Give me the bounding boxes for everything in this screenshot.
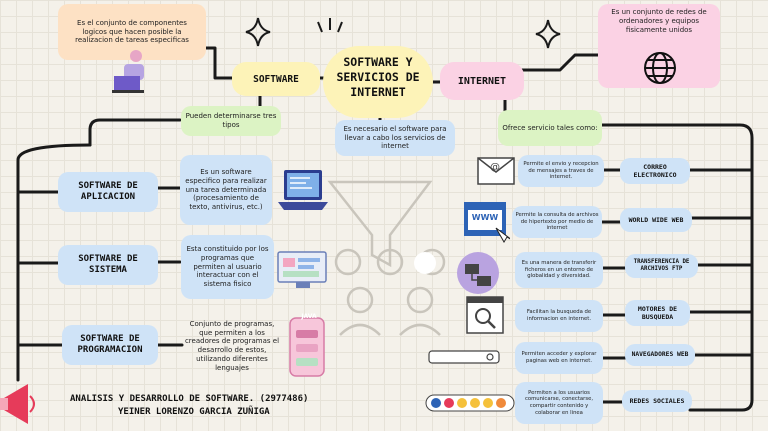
types-note: Pueden determinarse tres tipos xyxy=(181,106,281,136)
search-engine-icon xyxy=(466,296,504,334)
svg-text:@: @ xyxy=(490,162,500,173)
sparkle-icon xyxy=(245,17,561,49)
service-desc-text: Es una manera de transferir ficheros en … xyxy=(521,260,597,280)
type-aplicacion: SOFTWARE DE APLICACION xyxy=(58,172,158,212)
white-dot xyxy=(414,252,436,274)
necessary-note-text: Es necesario el software para llevar a c… xyxy=(343,124,447,151)
service-desc-text: Permiten a los usuarios comunicarse, con… xyxy=(524,389,594,416)
service-desc-text: Permiten acceder y explorar paginas web … xyxy=(521,351,597,364)
title-line-1: SOFTWARE Y xyxy=(343,55,413,69)
service-label-line-1: TRANSFERENCIA DE xyxy=(633,258,690,265)
service-browser: NAVEGADORES WEB xyxy=(625,344,695,366)
author-course: ANALISIS Y DESARROLLO DE SOFTWARE. (2977… xyxy=(70,394,309,404)
code-phone-icon xyxy=(289,317,325,377)
service-ftp: TRANSFERENCIA DE ARCHIVOS FTP xyxy=(625,254,698,278)
services-note-text: Ofrece servicio tales como: xyxy=(502,123,598,132)
email-icon: @ xyxy=(477,157,515,185)
service-desc-text: Permite la consulta de archivos de hiper… xyxy=(515,212,599,232)
type-sistema: SOFTWARE DE SISTEMA xyxy=(58,245,158,285)
service-label-line-1: CORREO xyxy=(643,162,667,171)
types-note-text: Pueden determinarse tres tipos xyxy=(185,112,277,129)
service-label-line-1: WORLD WIDE WEB xyxy=(628,215,684,224)
type-desc-text: Conjunto de programas, que permiten a lo… xyxy=(184,319,280,372)
services-note: Ofrece servicio tales como: xyxy=(498,110,602,146)
type-programacion: SOFTWARE DE PROGRAMACION xyxy=(62,325,158,365)
author-block: ANALISIS Y DESARROLLO DE SOFTWARE. (2977… xyxy=(70,393,430,419)
service-label-line-1: REDES SOCIALES xyxy=(629,396,685,405)
type-desc-text: Esta constituido por los programas que p… xyxy=(186,245,269,289)
funnel-watermark xyxy=(327,180,446,336)
type-aplicacion-desc: Es un software especifico para realizar … xyxy=(180,155,272,225)
author-name: YEINER LORENZO GARCIA ZUÑIGA xyxy=(118,407,270,417)
type-sistema-desc: Esta constituido por los programas que p… xyxy=(181,235,274,299)
software-label: SOFTWARE xyxy=(253,73,299,85)
type-label-line-2: APLICACION xyxy=(80,192,136,202)
service-search: MOTORES DE BUSQUEDA xyxy=(625,300,690,326)
page-title: SOFTWARE Y SERVICIOS DE INTERNET xyxy=(323,55,433,100)
service-label-line-2: ARCHIVOS FTP xyxy=(640,266,683,272)
service-browser-desc: Permiten acceder y explorar paginas web … xyxy=(515,342,603,374)
type-programacion-desc: Conjunto de programas, que permiten a lo… xyxy=(182,315,282,377)
java-tag: JAVA xyxy=(301,313,317,320)
internet-definition: Es un conjunto de redes de ordenadores y… xyxy=(598,4,720,88)
service-label-line-2: BUSQUEDA xyxy=(641,313,674,321)
social-reactions-icon xyxy=(425,394,515,412)
globe-icon xyxy=(644,52,676,84)
type-label-line-1: SOFTWARE DE xyxy=(78,180,138,191)
user-laptop-icon xyxy=(112,50,144,93)
software-definition-text: Es el conjunto de componentes logicos qu… xyxy=(75,18,189,45)
service-social-desc: Permiten a los usuarios comunicarse, con… xyxy=(515,382,603,424)
internet-node: INTERNET xyxy=(440,62,524,100)
type-label-line-2: SISTEMA xyxy=(89,265,127,275)
title-line-2: SERVICIOS DE xyxy=(336,70,420,84)
service-social: REDES SOCIALES xyxy=(622,390,692,412)
service-correo-desc: Permite el envio y recepcion de mensajes… xyxy=(518,155,604,187)
service-www: WORLD WIDE WEB xyxy=(620,208,692,232)
service-label-line-2: ELECTRONICO xyxy=(633,171,677,179)
software-definition: Es el conjunto de componentes logicos qu… xyxy=(58,4,206,60)
service-label-line-1: MOTORES DE xyxy=(637,304,678,313)
service-ftp-desc: Es una manera de transferir ficheros en … xyxy=(515,252,603,288)
service-www-desc: Permite la consulta de archivos de hiper… xyxy=(512,206,602,238)
browser-search-bar-icon xyxy=(428,350,500,364)
system-dashboard-icon xyxy=(277,251,327,288)
ftp-folder-icon xyxy=(457,252,499,294)
type-label-line-2: PROGRAMACION xyxy=(77,345,143,355)
service-desc-text: Permite el envio y recepcion de mensajes… xyxy=(523,161,599,181)
internet-label: INTERNET xyxy=(457,75,507,87)
type-label-line-1: SOFTWARE DE xyxy=(78,253,138,264)
megaphone-icon xyxy=(0,384,35,424)
software-node: SOFTWARE xyxy=(232,62,320,96)
type-label-line-1: SOFTWARE DE xyxy=(80,333,140,344)
internet-definition-text: Es un conjunto de redes de ordenadores y… xyxy=(611,8,707,34)
service-search-desc: Facilitan la busqueda de informacion en … xyxy=(515,300,603,332)
www-text: WWW xyxy=(471,213,499,222)
service-label-line-1: NAVEGADORES WEB xyxy=(631,351,689,359)
www-browser-icon xyxy=(464,202,510,243)
title-bubble xyxy=(323,46,433,118)
title-line-3: INTERNET xyxy=(350,85,406,99)
service-desc-text: Facilitan la busqueda de informacion en … xyxy=(526,309,592,322)
laptop-icon xyxy=(278,170,328,210)
service-correo: CORREO ELECTRONICO xyxy=(620,158,690,184)
necessary-note: Es necesario el software para llevar a c… xyxy=(335,120,455,156)
type-desc-text: Es un software especifico para realizar … xyxy=(185,168,267,212)
